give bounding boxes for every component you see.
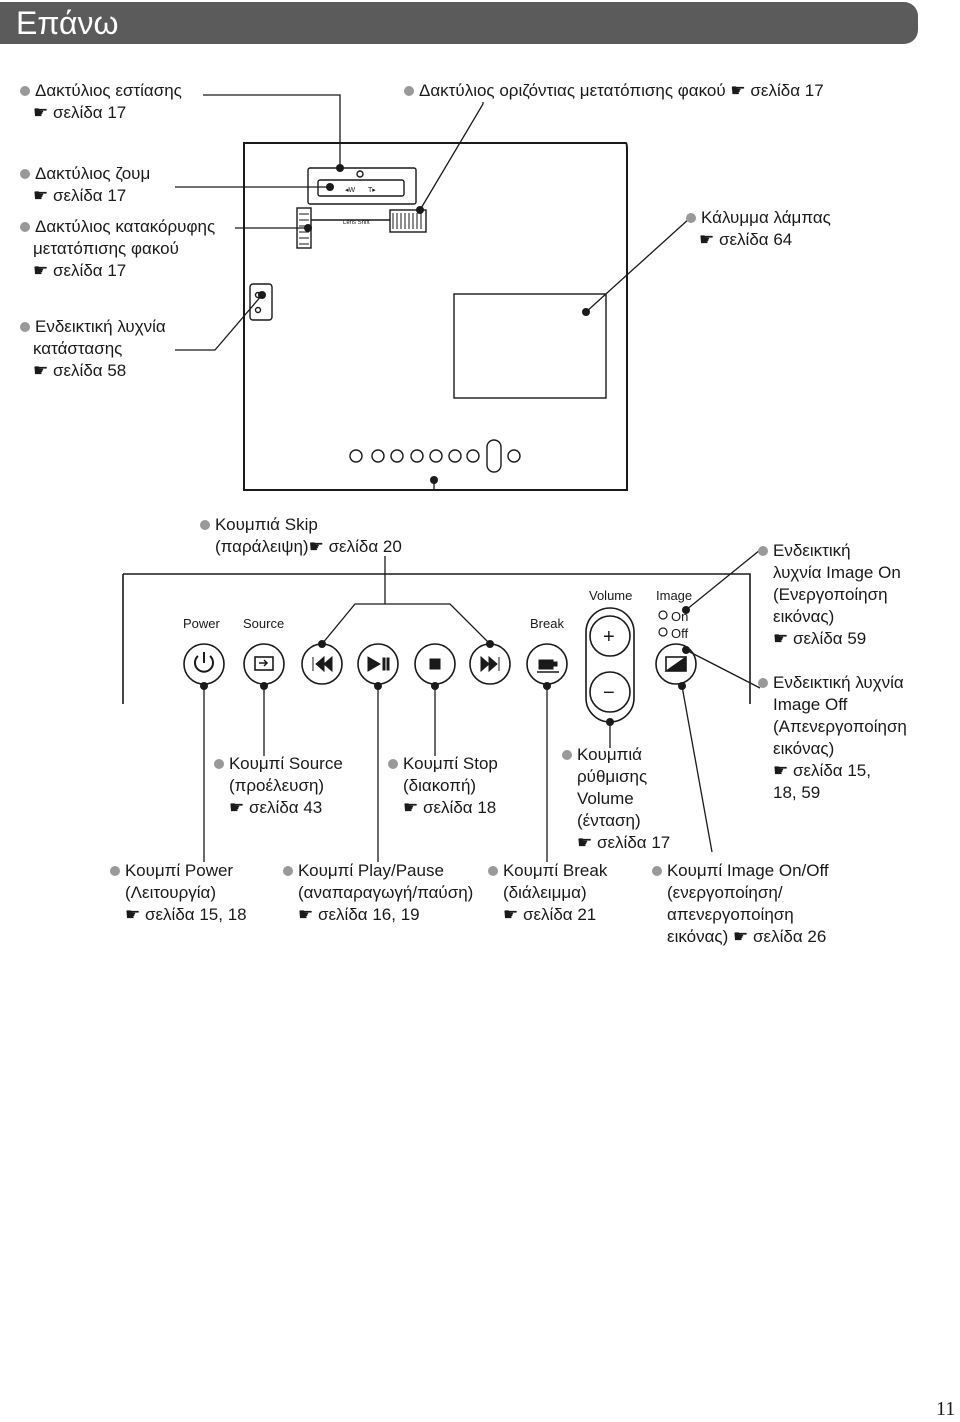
svg-text:◂W: ◂W bbox=[345, 187, 356, 194]
label-play-pause-button: Κουμπί Play/Pause (αναπαραγωγή/παύση) ☛ … bbox=[283, 860, 473, 926]
horizontal-shift-knob bbox=[389, 209, 427, 233]
bullet-icon bbox=[110, 866, 120, 876]
pointing-hand-icon: ☛ bbox=[699, 230, 715, 249]
bullet-icon bbox=[283, 866, 293, 876]
label-skip-buttons: Κουμπιά Skip (παράλειψη)☛ σελίδα 20 bbox=[200, 514, 402, 558]
pointing-hand-icon: ☛ bbox=[229, 798, 245, 817]
svg-text:T▸: T▸ bbox=[368, 187, 376, 194]
label-horizontal-shift-ring: Δακτύλιος οριζόντιας μετατόπισης φακού ☛… bbox=[404, 80, 824, 102]
page-header: Επάνω bbox=[0, 2, 918, 44]
pointing-hand-icon: ☛ bbox=[33, 103, 49, 122]
panel-image-label: Image bbox=[656, 588, 692, 603]
label-break-button: Κουμπί Break (διάλειμμα) ☛ σελίδα 21 bbox=[488, 860, 607, 926]
bullet-icon bbox=[200, 520, 210, 530]
projector-body bbox=[243, 142, 628, 491]
label-volume-buttons: Κουμπιά ρύθμισης Volume (ένταση) ☛ σελίδ… bbox=[562, 744, 670, 854]
panel-break-label: Break bbox=[530, 616, 564, 631]
lens-shift-caption: Lens Shift bbox=[343, 220, 370, 226]
volume-plus: + bbox=[603, 626, 615, 648]
pointing-hand-icon: ☛ bbox=[125, 905, 141, 924]
pointing-hand-icon: ☛ bbox=[773, 629, 789, 648]
label-focus-ring: Δακτύλιος εστίασης ☛ σελίδα 17 bbox=[20, 80, 182, 124]
pointing-hand-icon: ☛ bbox=[298, 905, 314, 924]
label-stop-button: Κουμπί Stop (διακοπή) ☛ σελίδα 18 bbox=[388, 753, 498, 819]
panel-off-label: Off bbox=[671, 626, 688, 641]
pointing-hand-icon: ☛ bbox=[730, 81, 746, 100]
label-source-button: Κουμπί Source (προέλευση) ☛ σελίδα 43 bbox=[214, 753, 343, 819]
bullet-icon bbox=[20, 169, 30, 179]
pointing-hand-icon: ☛ bbox=[33, 261, 49, 280]
label-zoom-ring: Δακτύλιος ζουμ ☛ σελίδα 17 bbox=[20, 163, 150, 207]
bullet-icon bbox=[20, 86, 30, 96]
label-power-button: Κουμπί Power (Λειτουργία) ☛ σελίδα 15, 1… bbox=[110, 860, 247, 926]
bullet-icon bbox=[758, 678, 768, 688]
label-image-off-indicator: Ενδεικτική λυχνία Image Off (Απενεργοποί… bbox=[758, 672, 907, 804]
panel-volume-label: Volume bbox=[589, 588, 632, 603]
pointing-hand-icon: ☛ bbox=[308, 537, 324, 556]
bullet-icon bbox=[20, 322, 30, 332]
pointing-hand-icon: ☛ bbox=[773, 761, 789, 780]
volume-minus: − bbox=[603, 682, 615, 704]
pointing-hand-icon: ☛ bbox=[403, 798, 419, 817]
bullet-icon bbox=[652, 866, 662, 876]
label-image-onoff-button: Κουμπί Image On/Off (ενεργοποίηση/ απενε… bbox=[652, 860, 829, 948]
pointing-hand-icon: ☛ bbox=[733, 927, 749, 946]
page-number: 11 bbox=[936, 1398, 956, 1420]
bullet-icon bbox=[214, 759, 224, 769]
label-vertical-shift-ring: Δακτύλιος κατακόρυφης μετατόπισης φακού … bbox=[20, 216, 215, 282]
bullet-icon bbox=[388, 759, 398, 769]
bullet-icon bbox=[404, 86, 414, 96]
bullet-icon bbox=[562, 750, 572, 760]
status-indicator-block bbox=[249, 283, 273, 321]
pointing-hand-icon: ☛ bbox=[577, 833, 593, 852]
lamp-cover bbox=[453, 293, 607, 399]
panel-on-label: On bbox=[671, 609, 688, 624]
panel-power-label: Power bbox=[183, 616, 221, 631]
label-status-indicator: Ενδεικτική λυχνία κατάστασης ☛ σελίδα 58 bbox=[20, 316, 166, 382]
bullet-icon bbox=[488, 866, 498, 876]
pointing-hand-icon: ☛ bbox=[33, 186, 49, 205]
bullet-icon bbox=[686, 213, 696, 223]
zoom-lens-block bbox=[307, 167, 417, 205]
label-lamp-cover: Κάλυμμα λάμπας ☛ σελίδα 64 bbox=[686, 207, 831, 251]
bullet-icon bbox=[20, 222, 30, 232]
panel-source-label: Source bbox=[243, 616, 284, 631]
pointing-hand-icon: ☛ bbox=[33, 361, 49, 380]
pointing-hand-icon: ☛ bbox=[503, 905, 519, 924]
page-title: Επάνω bbox=[16, 5, 119, 41]
bullet-icon bbox=[758, 546, 768, 556]
label-image-on-indicator: Ενδεικτική λυχνία Image On (Ενεργοποίηση… bbox=[758, 540, 901, 650]
mini-control-panel bbox=[349, 439, 521, 473]
